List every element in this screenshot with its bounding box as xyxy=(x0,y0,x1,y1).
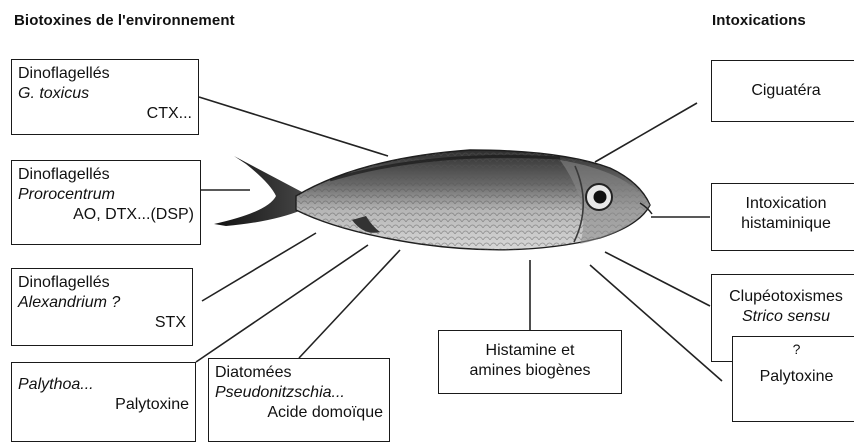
source-group: Dinoflagellés xyxy=(18,165,194,185)
intoxication-label: Palytoxine xyxy=(739,367,854,387)
connector-alexandrium xyxy=(202,233,316,301)
center-line-1: Histamine et xyxy=(445,341,615,361)
intoxication-line-2: histaminique xyxy=(718,214,854,234)
fish-pupil xyxy=(594,191,607,204)
fish-tail xyxy=(214,156,302,226)
center-line-2: amines biogènes xyxy=(445,361,615,381)
connector-palythoa xyxy=(196,245,368,362)
box-dinoflagelles-alexandrium: Dinoflagellés Alexandrium ? STX xyxy=(11,268,193,346)
connector-g-toxicus xyxy=(199,97,388,156)
fish-illustration xyxy=(214,150,652,250)
box-ciguatera: Ciguatéra xyxy=(711,60,854,122)
source-toxin: CTX... xyxy=(18,104,192,124)
box-dinoflagelles-prorocentrum: Dinoflagellés Prorocentrum AO, DTX...(DS… xyxy=(11,160,201,245)
source-toxin: STX xyxy=(18,313,186,333)
box-palytoxine: ? Palytoxine xyxy=(732,336,854,422)
source-species: Pseudonitzschia... xyxy=(215,383,383,403)
box-dinoflagelles-g-toxicus: Dinoflagellés G. toxicus CTX... xyxy=(11,59,199,135)
box-histamine-amines: Histamine et amines biogènes xyxy=(438,330,622,394)
intoxication-label: Ciguatéra xyxy=(718,81,854,101)
source-group: Dinoflagellés xyxy=(18,64,192,84)
source-species: Palythoa... xyxy=(18,375,189,395)
box-intoxication-histaminique: Intoxication histaminique xyxy=(711,183,854,251)
question-mark: ? xyxy=(739,341,854,357)
source-species: Alexandrium ? xyxy=(18,293,186,313)
box-palythoa: Palythoa... Palytoxine xyxy=(11,362,196,442)
source-group: Dinoflagellés xyxy=(18,273,186,293)
connector-diatomees xyxy=(299,250,400,358)
source-toxin: AO, DTX...(DSP) xyxy=(18,205,194,225)
source-species: G. toxicus xyxy=(18,84,192,104)
intoxication-line-1: Intoxication xyxy=(718,194,854,214)
box-diatomees: Diatomées Pseudonitzschia... Acide domoï… xyxy=(208,358,390,442)
intoxication-line-1: Clupéotoxismes xyxy=(718,287,854,307)
connector-clupeotoxismes xyxy=(605,252,710,306)
source-toxin: Palytoxine xyxy=(18,395,189,415)
source-species: Prorocentrum xyxy=(18,185,194,205)
source-group: Diatomées xyxy=(215,363,383,383)
connector-ciguatera xyxy=(595,103,697,162)
source-toxin: Acide domoïque xyxy=(215,403,383,423)
intoxication-line-2: Strico sensu xyxy=(718,307,854,327)
